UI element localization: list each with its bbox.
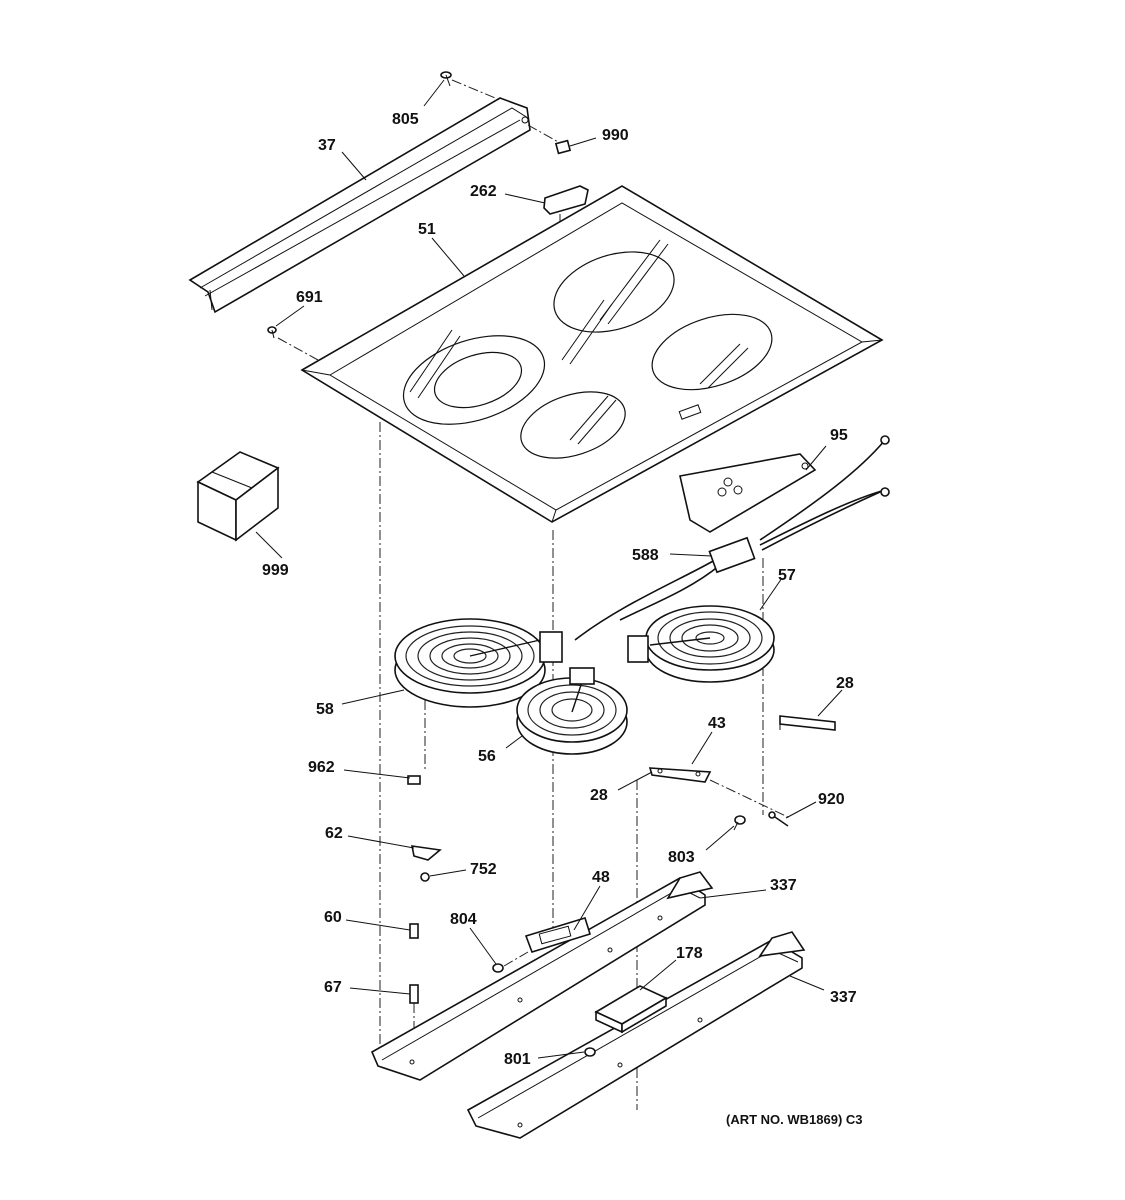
label-804: 804	[450, 911, 477, 928]
label-95: 95	[830, 427, 848, 444]
screw-part-691	[267, 326, 277, 339]
label-28-right: 28	[836, 675, 854, 692]
wire-harness-part	[574, 435, 890, 641]
label-62: 62	[325, 825, 343, 842]
right-heating-element-part	[627, 605, 775, 683]
part-labels: 805 990 37 262 51 691 95 999 588 57 58 5…	[262, 111, 857, 1068]
spacer-part-60	[409, 923, 419, 939]
label-28-left: 28	[590, 787, 608, 804]
bracket-part-43	[648, 767, 712, 783]
label-43: 43	[708, 715, 726, 732]
clip-part-962	[407, 775, 421, 785]
label-48: 48	[592, 869, 610, 886]
large-heating-element-part	[394, 618, 563, 708]
label-962: 962	[308, 759, 335, 776]
literature-box-part	[196, 451, 280, 542]
screw-part-801	[584, 1047, 596, 1057]
screw-part-803	[733, 815, 746, 831]
bracket-part-28-right	[779, 715, 836, 731]
rear-support-channel-part	[466, 931, 806, 1139]
label-58: 58	[316, 701, 334, 718]
label-51: 51	[418, 221, 436, 238]
label-752: 752	[470, 861, 497, 878]
control-module-part-178	[594, 985, 668, 1034]
screw-part-805	[440, 71, 452, 87]
label-178: 178	[676, 945, 703, 962]
clip-part-990	[554, 139, 572, 155]
bracket-part-62	[410, 845, 442, 861]
label-999: 999	[262, 562, 289, 579]
front-support-channel-part	[370, 871, 714, 1081]
label-37: 37	[318, 137, 336, 154]
label-801: 801	[504, 1051, 531, 1068]
small-heating-element-part	[516, 667, 628, 755]
glass-cooktop-part	[300, 185, 884, 523]
rear-trim-part	[188, 97, 531, 314]
label-56: 56	[478, 748, 496, 765]
label-57: 57	[778, 567, 796, 584]
screw-part-804	[492, 963, 504, 973]
label-588: 588	[632, 547, 659, 564]
label-990: 990	[602, 127, 629, 144]
nut-part-752	[420, 872, 430, 882]
leader-lines	[255, 79, 843, 1059]
label-262: 262	[470, 183, 497, 200]
bracket-part-48	[524, 917, 592, 953]
art-number-caption: (ART NO. WB1869) C3	[726, 1112, 863, 1127]
label-67: 67	[324, 979, 342, 996]
label-920: 920	[818, 791, 845, 808]
label-337-front: 337	[770, 877, 797, 894]
label-691: 691	[296, 289, 323, 306]
label-60: 60	[324, 909, 342, 926]
screw-part-920	[768, 811, 789, 827]
label-803: 803	[668, 849, 695, 866]
label-337-rear: 337	[830, 989, 857, 1006]
label-805: 805	[392, 111, 419, 128]
